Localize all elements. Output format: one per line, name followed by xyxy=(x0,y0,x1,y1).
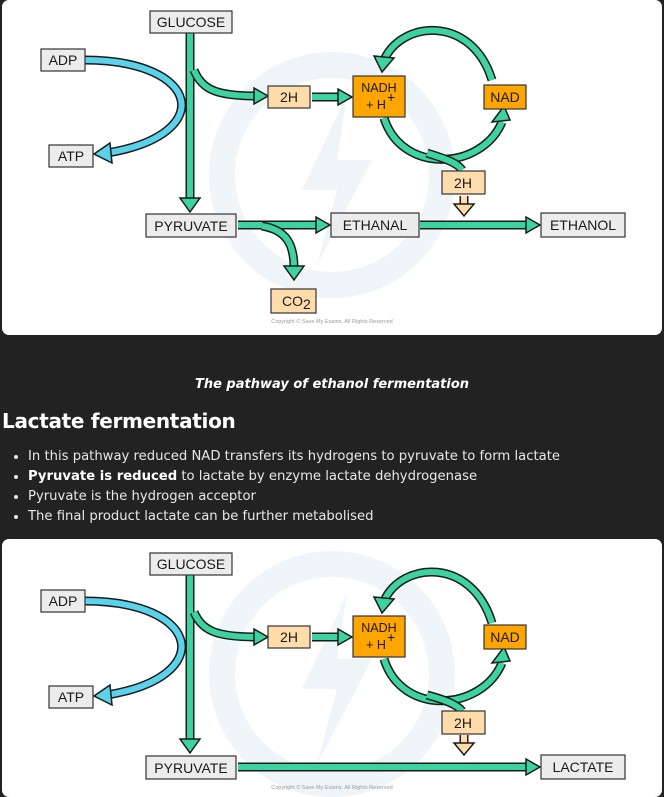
pyruvate-box: PYRUVATE xyxy=(145,755,237,780)
svg-text:PYRUVATE: PYRUVATE xyxy=(154,760,227,776)
section-heading: Lactate fermentation xyxy=(2,409,236,433)
svg-text:+ H: + H xyxy=(366,638,386,652)
two-h-box-left: 2H xyxy=(267,625,311,649)
list-item: In this pathway reduced NAD transfers it… xyxy=(28,447,560,467)
nadh-box: NADH + H + xyxy=(352,615,406,658)
svg-text:2: 2 xyxy=(303,296,311,312)
svg-text:2H: 2H xyxy=(280,629,298,645)
adp-box: ADP xyxy=(40,48,86,72)
copyright-notice: Copyright © Save My Exams. All Rights Re… xyxy=(271,318,392,325)
atp-box: ATP xyxy=(48,144,94,168)
ethanol-box: ETHANOL xyxy=(540,212,626,238)
svg-text:ATP: ATP xyxy=(58,689,84,705)
two-h-box-bottom: 2H xyxy=(441,170,486,195)
nad-box: NAD xyxy=(483,84,527,110)
svg-text:ETHANAL: ETHANAL xyxy=(343,217,408,233)
lactate-fermentation-diagram: GLUCOSE ADP ATP 2H NADH + H + NAD 2H xyxy=(2,539,662,797)
svg-text:NADH: NADH xyxy=(361,81,396,95)
svg-text:ADP: ADP xyxy=(49,52,78,68)
ethanol-diagram-svg: GLUCOSE ADP ATP 2H NADH + H + NAD 2H xyxy=(40,10,626,325)
list-item: The final product lactate can be further… xyxy=(28,507,560,527)
svg-text:LACTATE: LACTATE xyxy=(553,759,614,775)
svg-text:+: + xyxy=(387,629,395,645)
co2-box: CO 2 xyxy=(270,288,317,314)
svg-text:2H: 2H xyxy=(280,89,298,105)
svg-text:CO: CO xyxy=(282,293,303,309)
nad-box: NAD xyxy=(483,624,527,650)
ethanol-fermentation-diagram: GLUCOSE ADP ATP 2H NADH + H + NAD 2H xyxy=(2,0,662,335)
pyruvate-box: PYRUVATE xyxy=(145,213,237,238)
bullet-list: In this pathway reduced NAD transfers it… xyxy=(8,447,560,527)
adp-atp-arrow xyxy=(83,598,185,698)
svg-text:+ H: + H xyxy=(366,98,386,112)
ethanal-box: ETHANAL xyxy=(330,212,420,238)
figure-caption: The pathway of ethanol fermentation xyxy=(194,377,470,392)
atp-box: ATP xyxy=(48,685,94,709)
svg-text:NAD: NAD xyxy=(490,629,520,645)
nadh-box: NADH + H + xyxy=(352,75,406,118)
svg-text:GLUCOSE: GLUCOSE xyxy=(157,556,225,572)
adp-box: ADP xyxy=(40,589,86,613)
glucose-box: GLUCOSE xyxy=(149,10,233,34)
svg-text:2H: 2H xyxy=(454,175,472,191)
copyright-notice: Copyright © Save My Exams. All Rights Re… xyxy=(271,784,392,791)
two-h-box-bottom: 2H xyxy=(441,710,486,735)
svg-text:ETHANOL: ETHANOL xyxy=(550,217,616,233)
glucose-box: GLUCOSE xyxy=(149,552,233,576)
svg-text:GLUCOSE: GLUCOSE xyxy=(157,14,225,30)
list-item: Pyruvate is reduced to lactate by enzyme… xyxy=(28,467,560,487)
svg-text:2H: 2H xyxy=(454,715,472,731)
watermark-logo xyxy=(209,551,455,797)
svg-text:PYRUVATE: PYRUVATE xyxy=(154,218,227,234)
lactate-box: LACTATE xyxy=(540,754,626,780)
adp-atp-arrow xyxy=(83,55,187,158)
svg-text:ATP: ATP xyxy=(58,148,84,164)
list-item: Pyruvate is the hydrogen acceptor xyxy=(28,487,560,507)
svg-text:NAD: NAD xyxy=(490,89,520,105)
svg-text:NADH: NADH xyxy=(361,621,396,635)
svg-text:ADP: ADP xyxy=(49,593,78,609)
two-h-box-left: 2H xyxy=(267,85,311,109)
svg-text:+: + xyxy=(387,89,395,105)
glucose-to-pyruvate-arrowhead xyxy=(178,197,202,214)
lactate-diagram-svg: GLUCOSE ADP ATP 2H NADH + H + NAD 2H xyxy=(40,551,626,797)
